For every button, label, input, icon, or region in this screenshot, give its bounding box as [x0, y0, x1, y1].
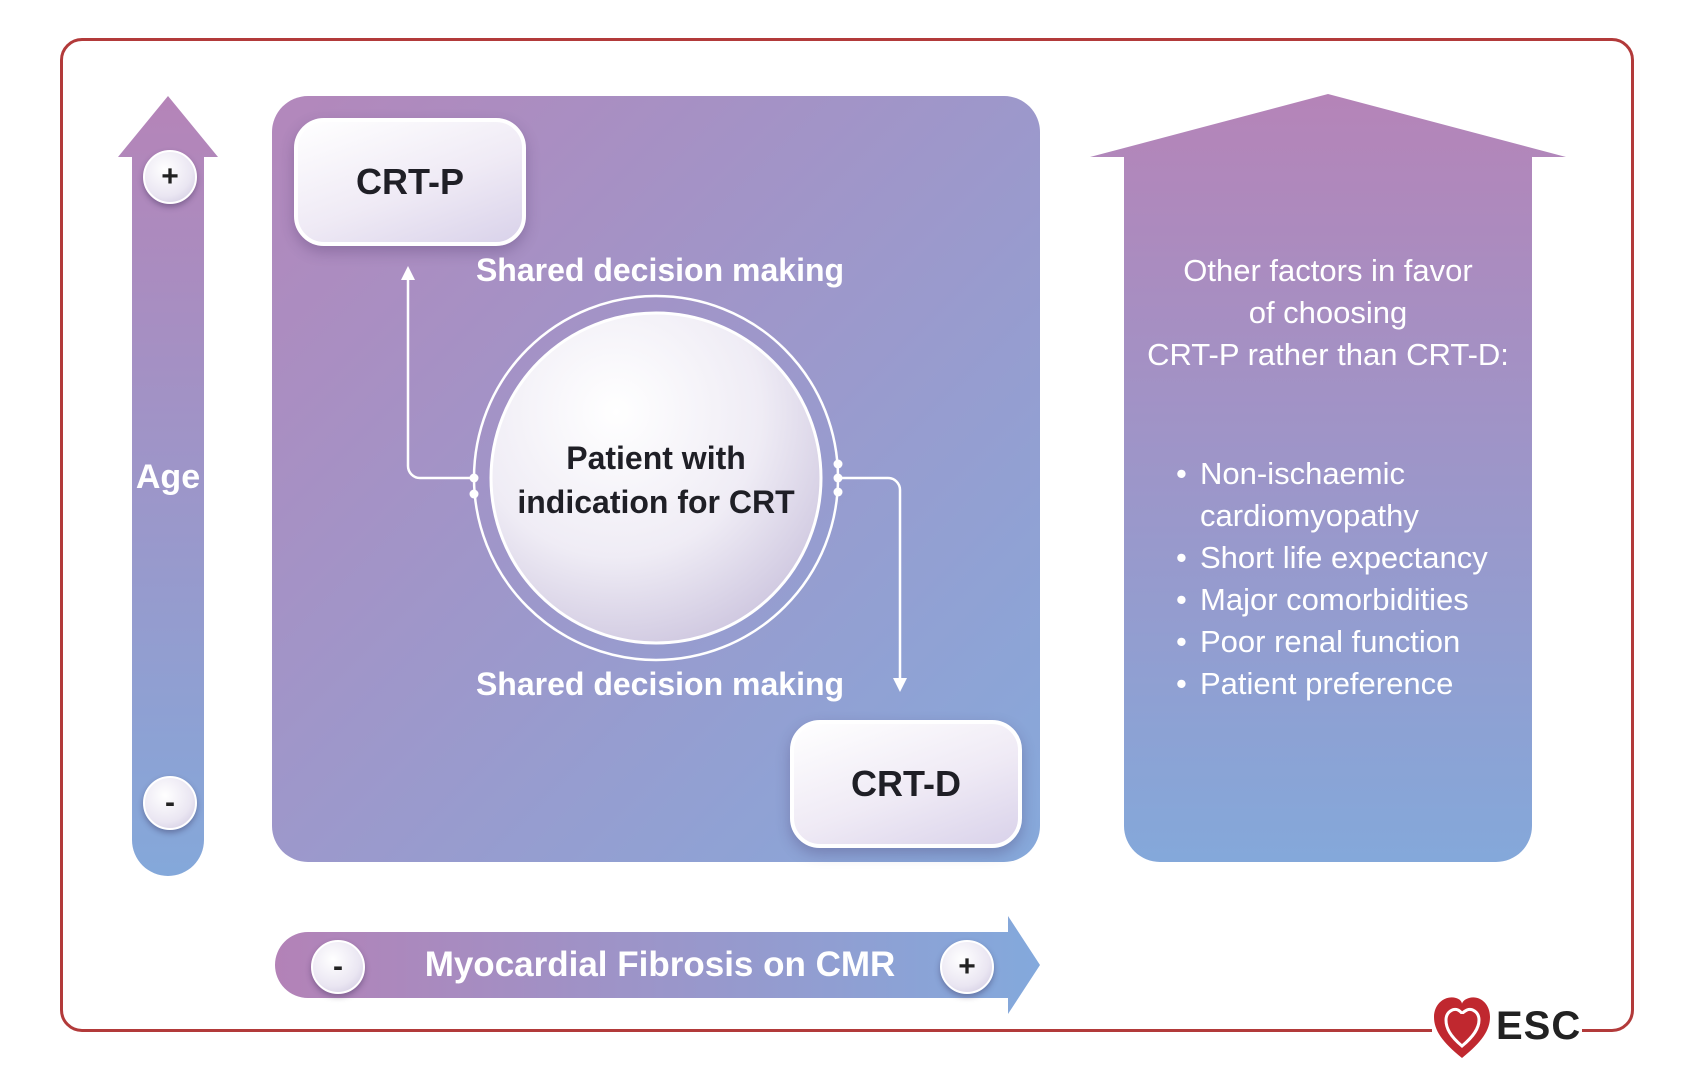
- factor-item: Non-ischaemic cardiomyopathy: [1176, 453, 1536, 537]
- factors-list: Non-ischaemic cardiomyopathy Short life …: [1176, 453, 1536, 705]
- patient-text-line-2: indication for CRT: [517, 484, 795, 520]
- crt-p-box: CRT-P: [294, 118, 526, 246]
- arrowhead-down: [893, 678, 907, 692]
- age-label: Age: [135, 458, 201, 496]
- fibrosis-label: Myocardial Fibrosis on CMR: [424, 945, 896, 984]
- esc-heart-icon: [1434, 997, 1490, 1058]
- crt-d-box: CRT-D: [790, 720, 1022, 848]
- arrowhead-up: [401, 266, 415, 280]
- factors-title: Other factors in favor of choosing CRT-P…: [1124, 250, 1532, 376]
- factor-item: Major comorbidities: [1176, 579, 1536, 621]
- factor-item: Short life expectancy: [1176, 537, 1536, 579]
- age-plus-badge: +: [143, 150, 197, 204]
- fibrosis-arrow: [275, 916, 1040, 1014]
- age-arrow: [118, 96, 218, 876]
- patient-circle: [489, 311, 823, 645]
- esc-logo-text: ESC: [1496, 1004, 1582, 1048]
- factor-item: Poor renal function: [1176, 621, 1536, 663]
- outer-frame: [60, 38, 1634, 1032]
- shared-decision-top: Shared decision making: [475, 252, 845, 288]
- fibrosis-plus-badge: +: [940, 940, 994, 994]
- age-minus-badge: -: [143, 776, 197, 830]
- factors-title-line-2: of choosing: [1248, 295, 1408, 330]
- fibrosis-minus-badge: -: [311, 940, 365, 994]
- factors-title-line-3: CRT-P rather than CRT-D:: [1147, 337, 1509, 372]
- shared-decision-bottom: Shared decision making: [475, 666, 845, 702]
- connector-to-crt-d: [842, 476, 902, 680]
- factor-item: Patient preference: [1176, 663, 1536, 705]
- factors-title-line-1: Other factors in favor: [1183, 253, 1473, 288]
- patient-text: Patient with indication for CRT: [500, 436, 812, 524]
- patient-text-line-1: Patient with: [566, 440, 746, 476]
- connector-to-crt-p: [406, 278, 470, 480]
